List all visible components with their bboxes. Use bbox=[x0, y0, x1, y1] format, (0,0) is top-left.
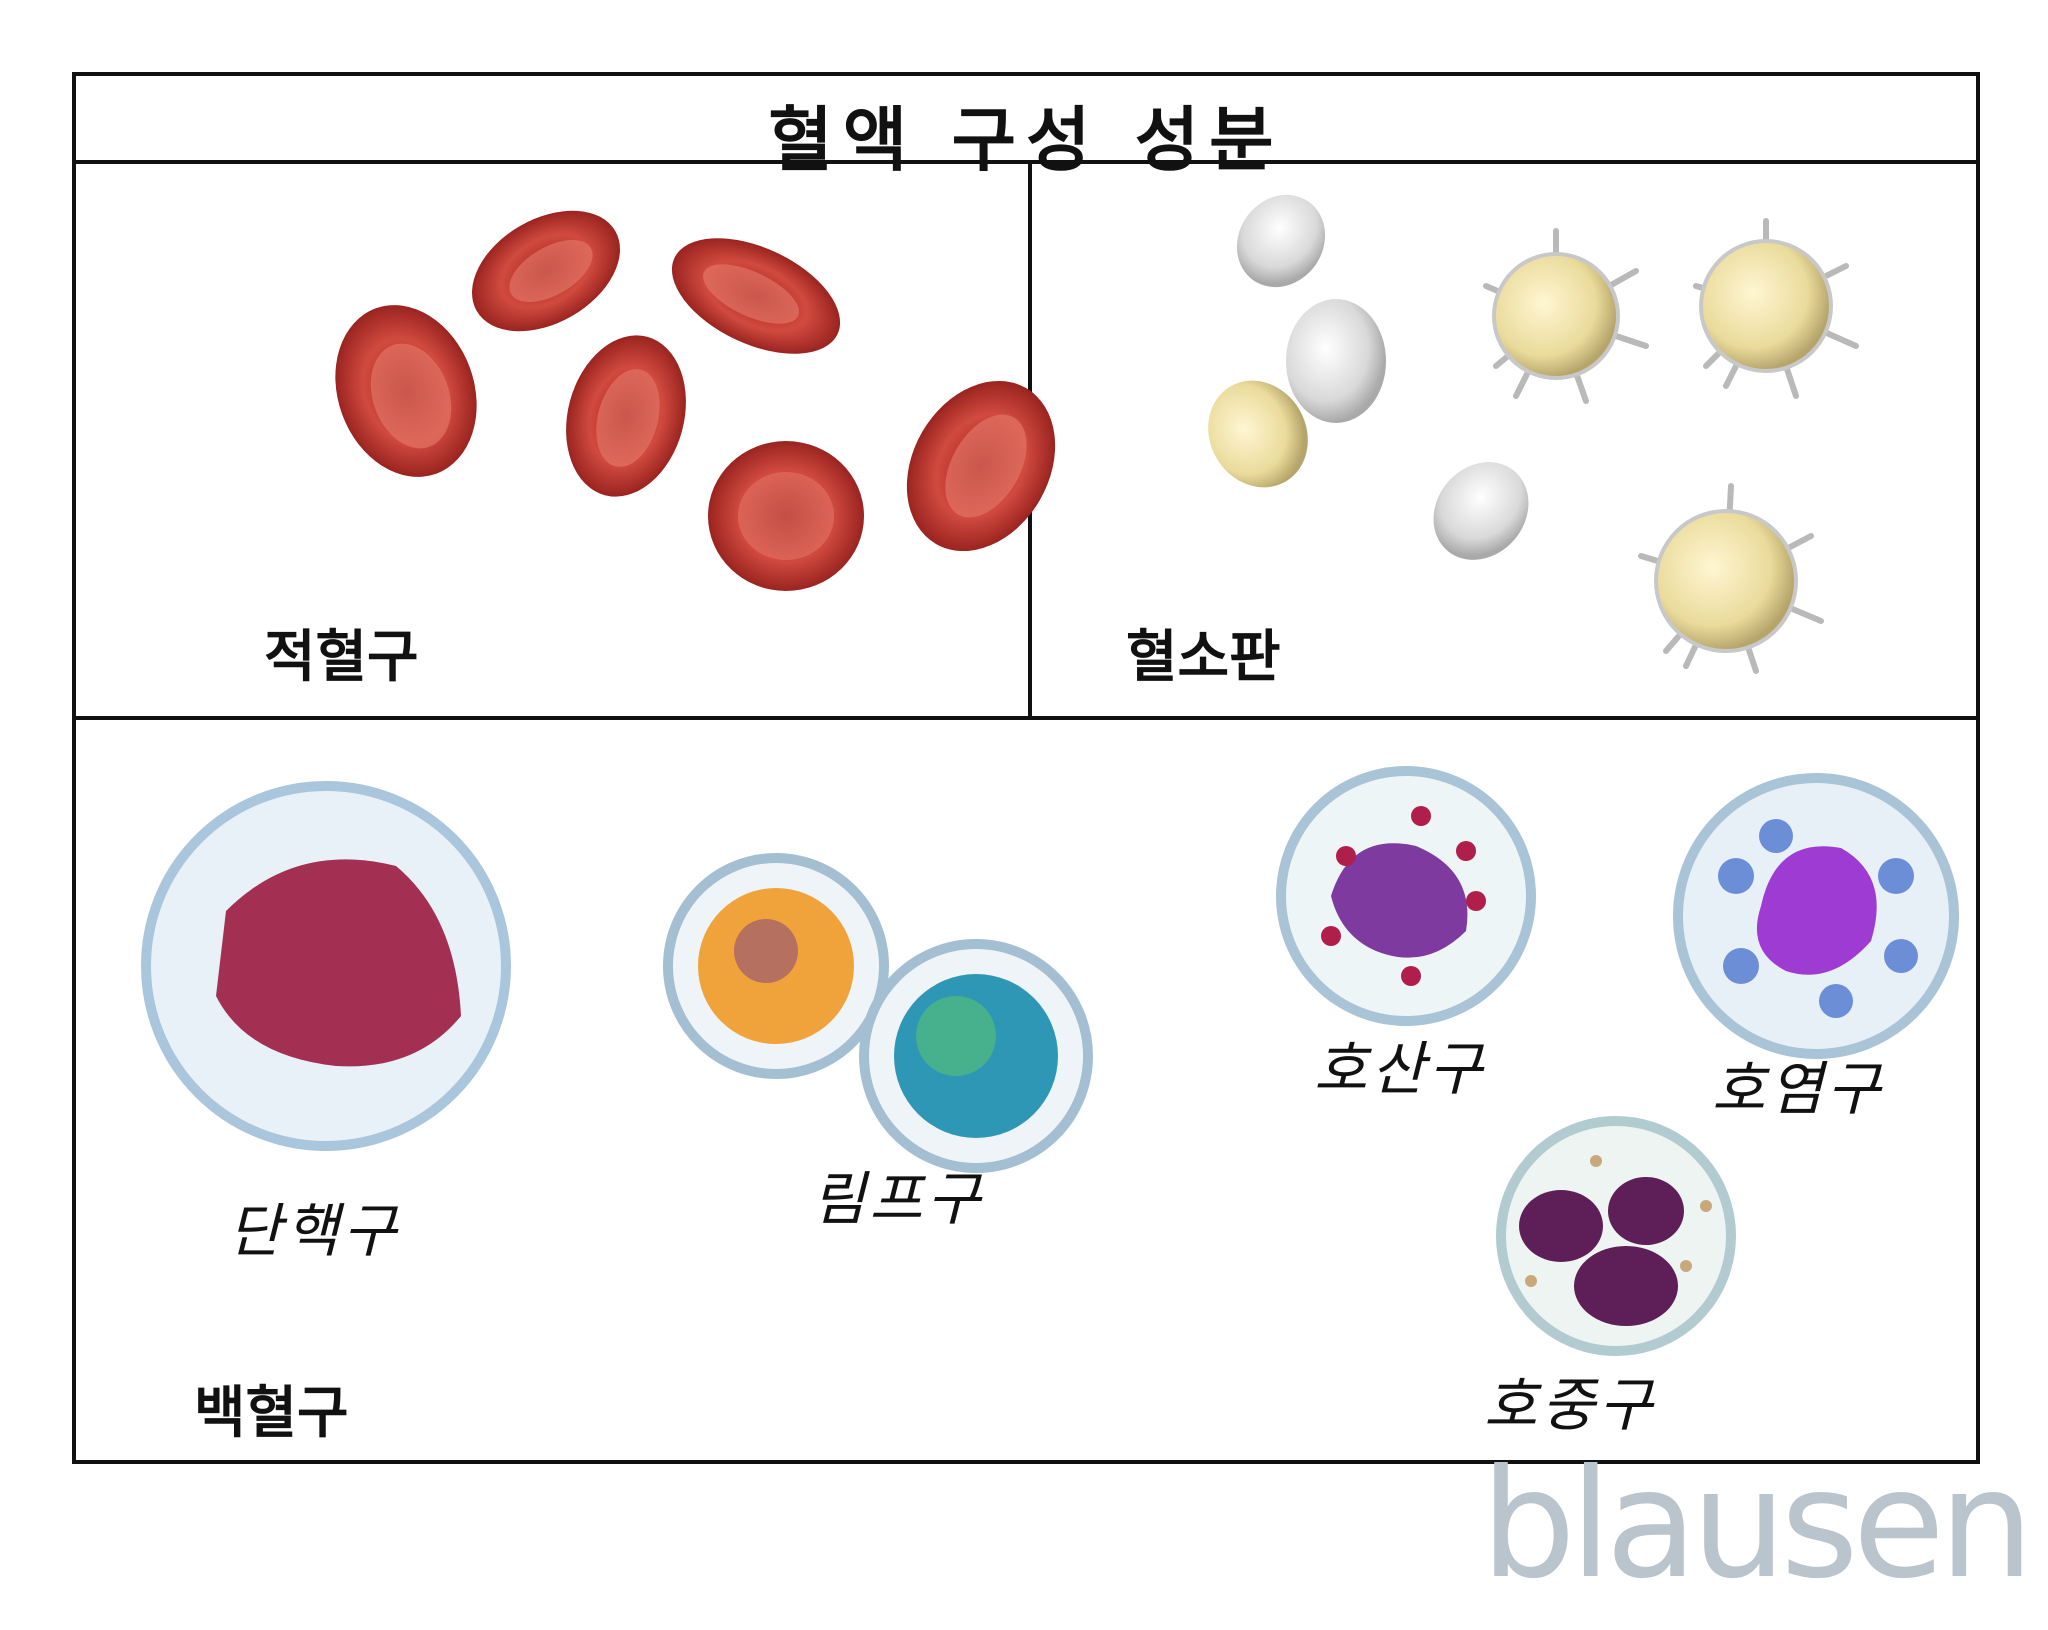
rbc-1 bbox=[335, 305, 477, 477]
platelet-resting-4 bbox=[1433, 462, 1529, 560]
platelet-resting-1 bbox=[1236, 194, 1326, 288]
monocyte-illustration bbox=[141, 781, 511, 1151]
platelet-resting-2 bbox=[1286, 299, 1386, 423]
neutrophil-illustration bbox=[1496, 1116, 1736, 1356]
title-divider bbox=[76, 160, 1976, 164]
platelets-label: 혈소판 bbox=[1126, 625, 1281, 690]
lymphocytes-illustration bbox=[663, 853, 1093, 1173]
diagram-title: 혈액 구성 성분 bbox=[768, 99, 1284, 181]
basophil-illustration bbox=[1673, 773, 1959, 1059]
platelets-illustration bbox=[1208, 194, 1859, 674]
neutrophil-label: 호중구 bbox=[1484, 1371, 1657, 1439]
rbc-label: 적혈구 bbox=[264, 625, 419, 690]
monocyte-label: 단핵구 bbox=[228, 1197, 401, 1265]
rbc-6 bbox=[906, 380, 1056, 552]
rbc-3 bbox=[671, 238, 841, 354]
platelet-resting-3 bbox=[1208, 380, 1308, 488]
red-blood-cells-illustration bbox=[335, 210, 1056, 591]
lymphocyte-label: 림프구 bbox=[812, 1165, 985, 1233]
rbc-4 bbox=[566, 335, 686, 497]
blausen-watermark: blausen bbox=[1480, 1438, 2034, 1612]
eosinophil-label: 호산구 bbox=[1314, 1035, 1487, 1103]
row-divider bbox=[76, 716, 1976, 720]
diagram-frame: 혈액 구성 성분 bbox=[72, 72, 1980, 1464]
rbc-5 bbox=[708, 441, 864, 591]
rbc-2 bbox=[472, 210, 620, 332]
basophil-label: 호염구 bbox=[1712, 1055, 1885, 1123]
eosinophil-illustration bbox=[1276, 766, 1536, 1026]
wbc-label: 백혈구 bbox=[194, 1381, 349, 1446]
